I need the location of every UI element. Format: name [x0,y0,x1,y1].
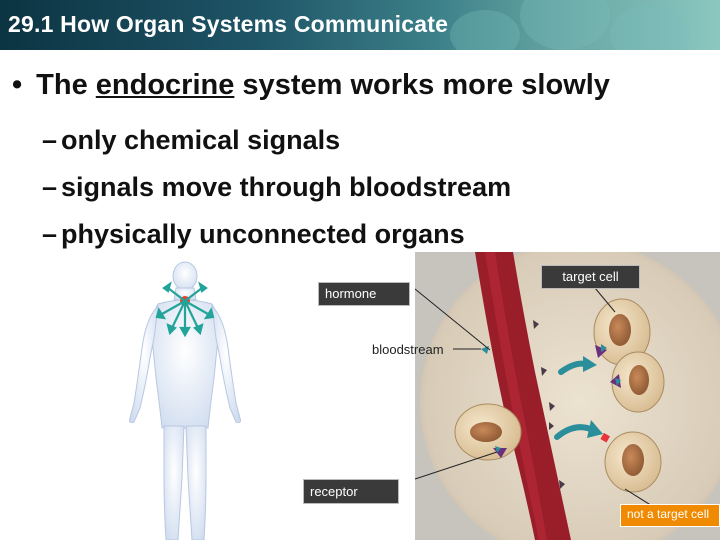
title-bar: 29.1 How Organ Systems Communicate [0,0,720,50]
main-bullet: • The endocrine system works more slowly [12,69,610,102]
target-cell [454,403,522,461]
title-background-cell [520,0,610,50]
sub-bullet-marker: – [42,219,58,249]
hormone-label: hormone [318,282,410,306]
sub-bullet-marker: – [42,125,58,155]
sub-bullet-text: only chemical signals [61,125,341,155]
not-target-cell-label: not a target cell [620,504,720,527]
main-bullet-suffix: system works more slowly [234,69,610,101]
non-target-cell [604,431,662,493]
bullet-marker: • [12,69,23,101]
sub-bullet: –only chemical signals [42,125,340,156]
sub-bullet: –signals move through bloodstream [42,172,511,203]
target-cell-label: target cell [541,265,640,289]
sub-bullet-text: physically unconnected organs [61,219,465,249]
sub-bullet: –physically unconnected organs [42,219,465,250]
endocrine-signal-diagram [415,252,720,540]
diagram-dish [420,252,720,540]
target-cell [593,298,651,366]
target-cell [611,351,665,413]
hormone-molecule-icon [600,432,610,443]
blood-particle-icon [533,320,565,489]
title-background-cell [610,5,690,50]
sub-bullet-text: signals move through bloodstream [61,172,512,202]
receptor-label: receptor [303,479,399,504]
main-bullet-prefix: The [36,69,96,101]
arrowhead-icon [583,356,603,438]
blood-vessel-highlight [485,252,547,540]
slide-title: 29.1 How Organ Systems Communicate [8,11,449,37]
main-bullet-term: endocrine [95,69,235,101]
leader-line [415,287,666,515]
sub-bullet-marker: – [42,172,58,202]
title-background-cell [450,10,520,50]
human-body-figure [129,261,241,540]
bloodstream-label: bloodstream [372,342,444,357]
